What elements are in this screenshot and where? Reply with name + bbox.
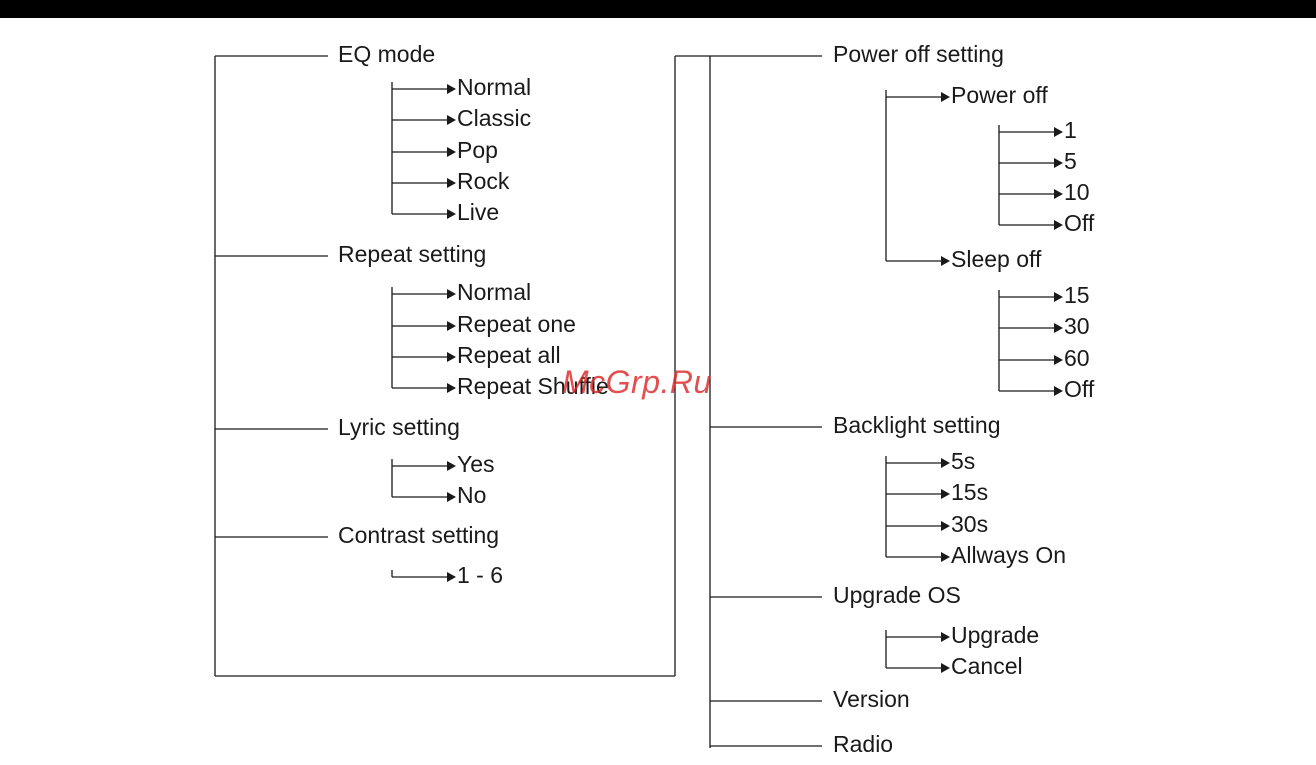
power-subgroup-1-option-1-arrowhead: [1054, 323, 1063, 333]
left-node-0-option-4-label: Live: [457, 199, 499, 225]
left-node-0-option-3-arrowhead: [447, 178, 456, 188]
backlight-option-0-label: 5s: [951, 448, 975, 474]
left-node-1-label: Repeat setting: [338, 241, 486, 267]
power-subgroup-0-option-0-arrowhead: [1054, 127, 1063, 137]
backlight-option-3-arrowhead: [941, 552, 950, 562]
power-subgroup-0-option-3-label: Off: [1064, 210, 1095, 236]
backlight-option-2-arrowhead: [941, 521, 950, 531]
left-node-1-option-2-arrowhead: [447, 352, 456, 362]
left-node-2-option-1-arrowhead: [447, 492, 456, 502]
upgrade-option-0-arrowhead: [941, 632, 950, 642]
left-node-1-option-2-label: Repeat all: [457, 342, 561, 368]
left-node-2-option-0-arrowhead: [447, 461, 456, 471]
left-node-2-option-1-label: No: [457, 482, 486, 508]
power-subgroup-0-label: Power off: [951, 82, 1048, 108]
left-node-3-option-0-arrowhead: [447, 572, 456, 582]
left-node-0-option-2-arrowhead: [447, 147, 456, 157]
right-node-3-label: Version: [833, 686, 910, 712]
power-subgroup-1-label: Sleep off: [951, 246, 1042, 272]
watermark: McGrp.Ru: [562, 364, 712, 401]
upgrade-option-1-label: Cancel: [951, 653, 1023, 679]
upgrade-option-1-arrowhead: [941, 663, 950, 673]
left-node-2-option-0-label: Yes: [457, 451, 495, 477]
right-node-0-label: Power off setting: [833, 41, 1004, 67]
right-node-1-label: Backlight setting: [833, 412, 1000, 438]
left-node-0-option-0-label: Normal: [457, 74, 531, 100]
left-node-0-option-2-label: Pop: [457, 137, 498, 163]
power-subgroup-1-option-3-arrowhead: [1054, 386, 1063, 396]
upgrade-option-0-label: Upgrade: [951, 622, 1039, 648]
left-node-0-option-4-arrowhead: [447, 209, 456, 219]
backlight-option-3-label: Allways On: [951, 542, 1066, 568]
left-node-0-label: EQ mode: [338, 41, 435, 67]
left-node-1-option-0-label: Normal: [457, 279, 531, 305]
power-subgroup-1-option-3-label: Off: [1064, 376, 1095, 402]
power-subgroup-0-option-3-arrowhead: [1054, 220, 1063, 230]
power-subgroup-0-option-1-label: 5: [1064, 148, 1077, 174]
power-subgroup-0-option-2-label: 10: [1064, 179, 1090, 205]
backlight-option-2-label: 30s: [951, 511, 988, 537]
power-subgroup-0-arrowhead: [941, 92, 950, 102]
right-node-4-label: Radio: [833, 731, 893, 757]
backlight-option-1-arrowhead: [941, 489, 950, 499]
left-node-1-option-0-arrowhead: [447, 289, 456, 299]
power-subgroup-1-option-0-label: 15: [1064, 282, 1090, 308]
left-node-2-label: Lyric setting: [338, 414, 460, 440]
power-subgroup-0-option-2-arrowhead: [1054, 189, 1063, 199]
power-subgroup-0-option-0-label: 1: [1064, 117, 1077, 143]
right-node-2-label: Upgrade OS: [833, 582, 961, 608]
left-node-1-option-1-arrowhead: [447, 321, 456, 331]
power-subgroup-1-arrowhead: [941, 256, 950, 266]
left-node-3-option-0-label: 1 - 6: [457, 562, 503, 588]
left-node-3-label: Contrast setting: [338, 522, 499, 548]
left-node-0-option-1-arrowhead: [447, 115, 456, 125]
left-node-1-option-1-label: Repeat one: [457, 311, 576, 337]
backlight-option-1-label: 15s: [951, 479, 988, 505]
power-subgroup-0-option-1-arrowhead: [1054, 158, 1063, 168]
backlight-option-0-arrowhead: [941, 458, 950, 468]
power-subgroup-1-option-2-label: 60: [1064, 345, 1090, 371]
left-node-0-option-0-arrowhead: [447, 84, 456, 94]
power-subgroup-1-option-2-arrowhead: [1054, 355, 1063, 365]
left-node-0-option-3-label: Rock: [457, 168, 510, 194]
left-node-0-option-1-label: Classic: [457, 105, 531, 131]
power-subgroup-1-option-1-label: 30: [1064, 313, 1090, 339]
left-node-1-option-3-arrowhead: [447, 383, 456, 393]
power-subgroup-1-option-0-arrowhead: [1054, 292, 1063, 302]
